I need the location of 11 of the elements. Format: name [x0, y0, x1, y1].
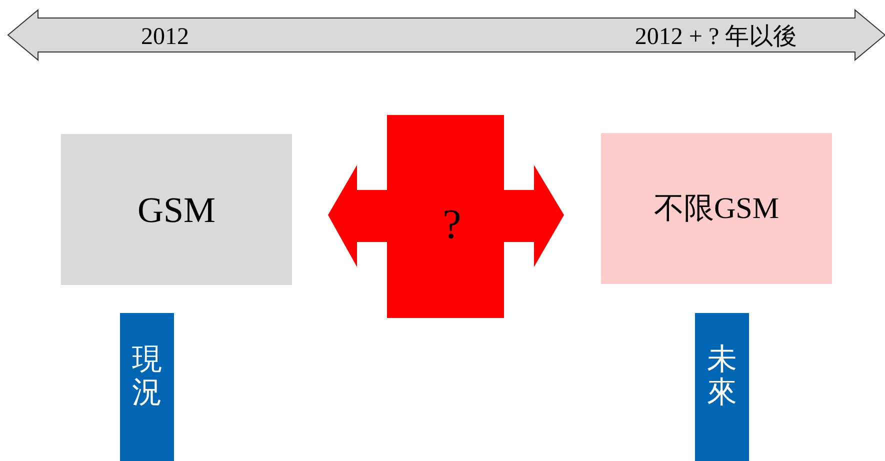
- concept-box: [601, 133, 832, 284]
- box-label: 不限GSM: [654, 191, 780, 227]
- tag-label: 未來: [707, 343, 737, 409]
- concept-box: [61, 134, 292, 285]
- status-tag: [695, 313, 749, 461]
- tag-label: 現況: [132, 343, 162, 409]
- question-mark: ?: [442, 204, 462, 246]
- timeline-label: 2012 + ? 年以後: [634, 25, 798, 49]
- timeline-label: 2012: [141, 25, 189, 49]
- box-label: GSM: [137, 188, 216, 230]
- status-tag: [120, 313, 174, 461]
